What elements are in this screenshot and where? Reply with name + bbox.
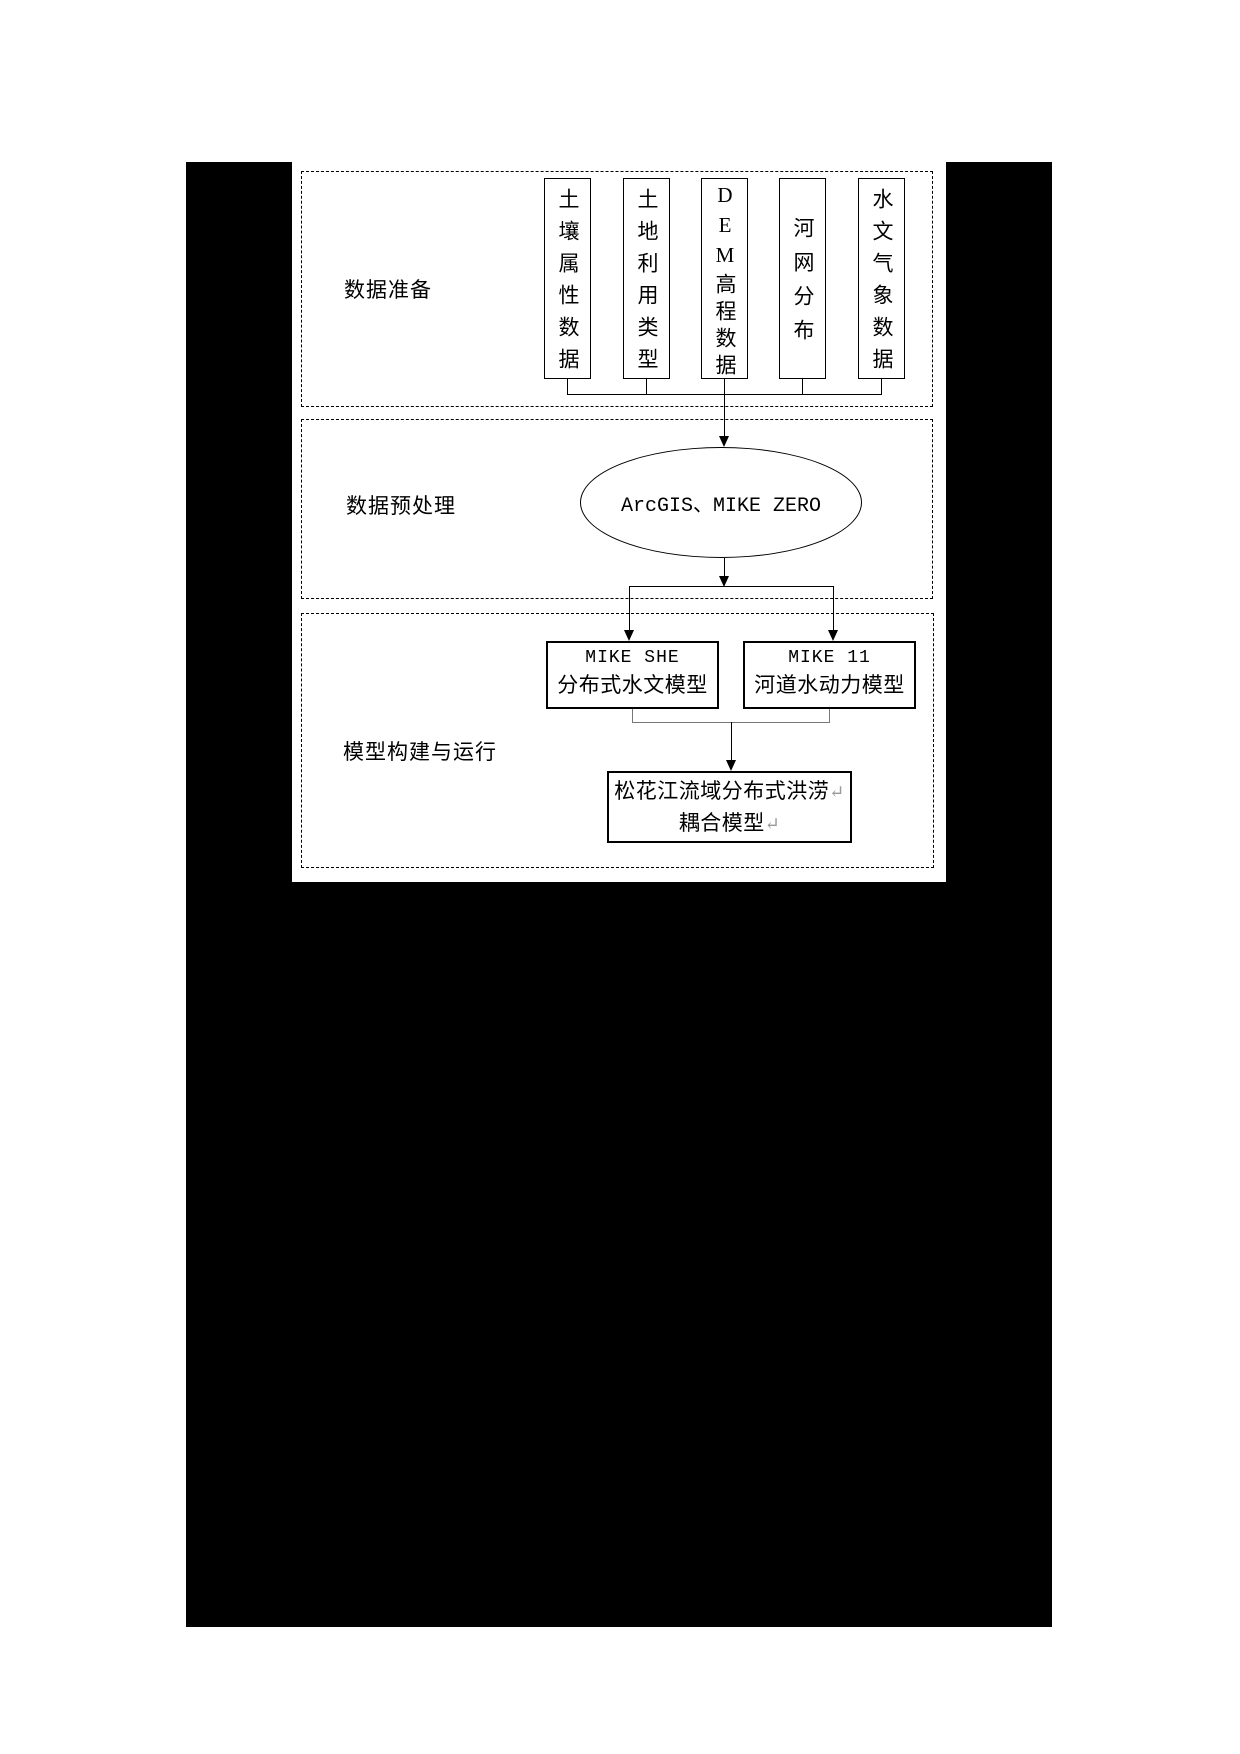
result-box: 松花江流域分布式洪涝↵ 耦合模型↵ [607, 771, 852, 843]
result-box-line2: 耦合模型↵ [678, 811, 781, 835]
model-box-mikeshe: MIKE SHE 分布式水文模型 [546, 641, 719, 709]
model-box-mike11-subtitle: 河道水动力模型 [754, 673, 905, 697]
model-box-mikeshe-subtitle: 分布式水文模型 [557, 673, 708, 697]
connector-stub-soil [567, 379, 568, 395]
merge-stub-mike11 [829, 709, 830, 723]
split-bracket-top [629, 586, 834, 587]
section-data-preparation-label: 数据准备 [344, 278, 432, 302]
data-box-hydromet-label: 水文气象数据 [870, 187, 894, 380]
section-model-build-run [301, 613, 934, 868]
split-bracket-right [833, 586, 834, 631]
data-box-rivernet-label: 河网分布 [791, 216, 815, 353]
data-box-dem-label: DEM高程数据 [713, 182, 737, 381]
section-data-preprocessing-label: 数据预处理 [346, 494, 456, 518]
model-box-mikeshe-title: MIKE SHE [585, 648, 680, 668]
arrow-down-to-ellipse [719, 436, 729, 447]
data-box-hydromet: 水文气象数据 [858, 178, 905, 380]
connector-stub-rivernet [802, 379, 803, 395]
connector-stub-landuse [646, 379, 647, 395]
connector-center-to-ellipse [724, 379, 725, 437]
connector-center-to-result [731, 722, 732, 761]
section-model-build-run-label: 模型构建与运行 [343, 740, 497, 764]
arrow-down-to-mike11 [828, 630, 838, 641]
arrow-down-to-mikeshe [624, 630, 634, 641]
data-box-landuse-label: 土地利用类型 [635, 187, 659, 380]
data-box-soil-label: 土壤属性数据 [556, 187, 580, 380]
model-box-mike11-title: MIKE 11 [788, 648, 871, 668]
preprocess-ellipse-label: ArcGIS、MIKE ZERO [620, 494, 822, 518]
connector-stub-hydromet [881, 379, 882, 395]
section-data-preparation [301, 171, 933, 407]
model-box-mike11: MIKE 11 河道水动力模型 [743, 641, 916, 709]
data-box-landuse: 土地利用类型 [623, 178, 670, 380]
section-data-preprocessing [301, 419, 933, 599]
split-bracket-left [629, 586, 630, 631]
data-box-rivernet: 河网分布 [779, 178, 826, 379]
arrow-down-to-result [726, 760, 736, 771]
data-box-dem: DEM高程数据 [701, 178, 748, 381]
data-box-soil: 土壤属性数据 [544, 178, 591, 380]
line-break-mark-icon: ↵ [829, 782, 845, 802]
result-box-line1: 松花江流域分布式洪涝↵ [614, 779, 845, 803]
arrow-down-to-bracket [719, 576, 729, 587]
merge-stub-mikeshe [632, 709, 633, 723]
connector-ellipse-down [724, 558, 725, 577]
line-break-mark-icon: ↵ [764, 814, 781, 834]
preprocess-ellipse: ArcGIS、MIKE ZERO [580, 447, 862, 558]
